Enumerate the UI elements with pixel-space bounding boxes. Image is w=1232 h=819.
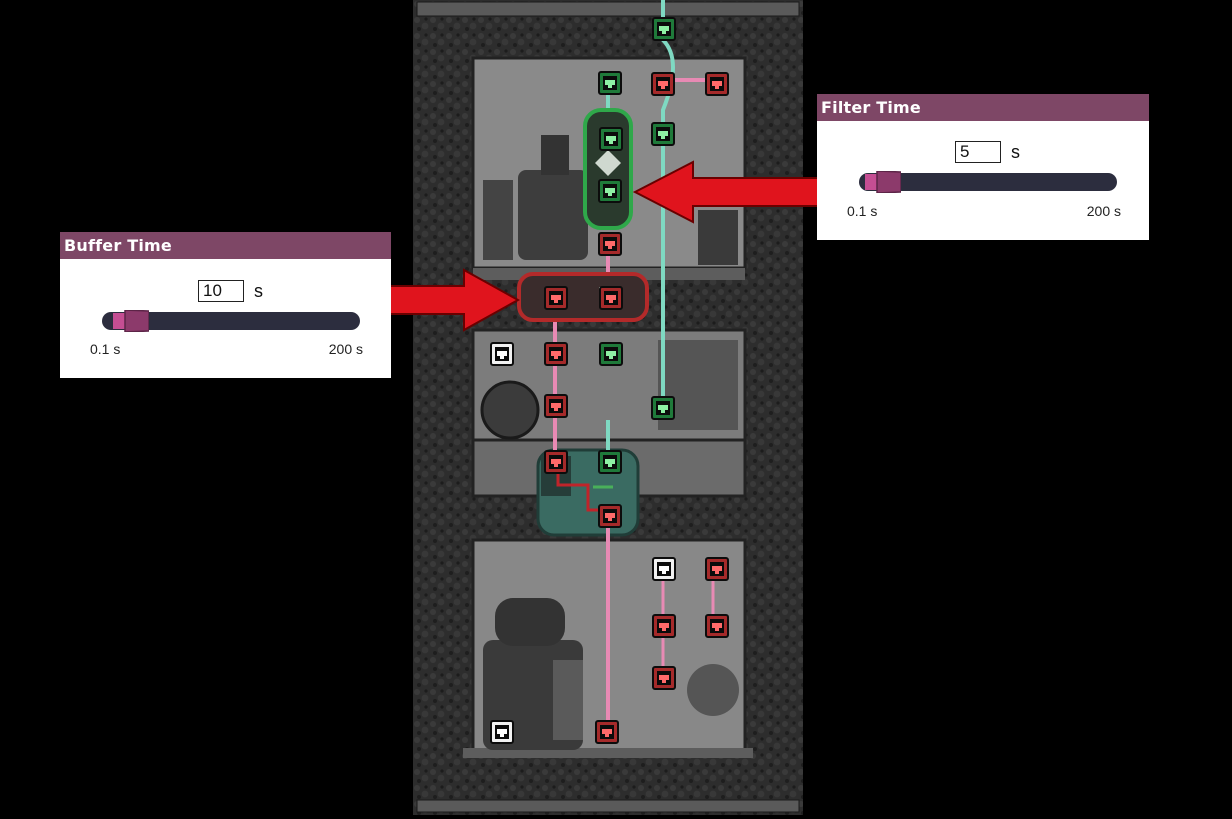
filter-time-min-label: 0.1 s <box>847 203 878 219</box>
buffer-time-slider-track[interactable] <box>102 312 360 330</box>
filter-time-slider-track[interactable] <box>859 173 1117 191</box>
filter-time-value-row: 5 s <box>955 141 1020 163</box>
buffer-time-unit: s <box>254 280 263 301</box>
filter-time-unit: s <box>1011 141 1020 162</box>
buffer-time-value-row: 10 s <box>198 280 263 302</box>
filter-time-panel: Filter Time 5 s 0.1 s 200 s <box>817 94 1149 240</box>
filter-time-slider-handle[interactable] <box>864 171 901 193</box>
filter-time-title: Filter Time <box>817 94 1149 121</box>
buffer-gate-icon[interactable] <box>517 272 649 322</box>
filter-time-input[interactable]: 5 <box>955 141 1001 163</box>
buffer-time-min-label: 0.1 s <box>90 341 121 357</box>
colony-scene <box>413 0 803 815</box>
buffer-time-max-label: 200 s <box>328 341 363 357</box>
buffer-time-input[interactable]: 10 <box>198 280 244 302</box>
buffer-time-panel: Buffer Time 10 s 0.1 s 200 s <box>60 232 391 378</box>
red-arrow-left-icon <box>633 160 832 224</box>
buffer-time-slider-handle[interactable] <box>113 310 150 332</box>
game-world <box>413 0 803 815</box>
filter-time-max-label: 200 s <box>1086 203 1121 219</box>
buffer-time-title: Buffer Time <box>60 232 391 259</box>
red-arrow-right-icon <box>379 268 520 332</box>
